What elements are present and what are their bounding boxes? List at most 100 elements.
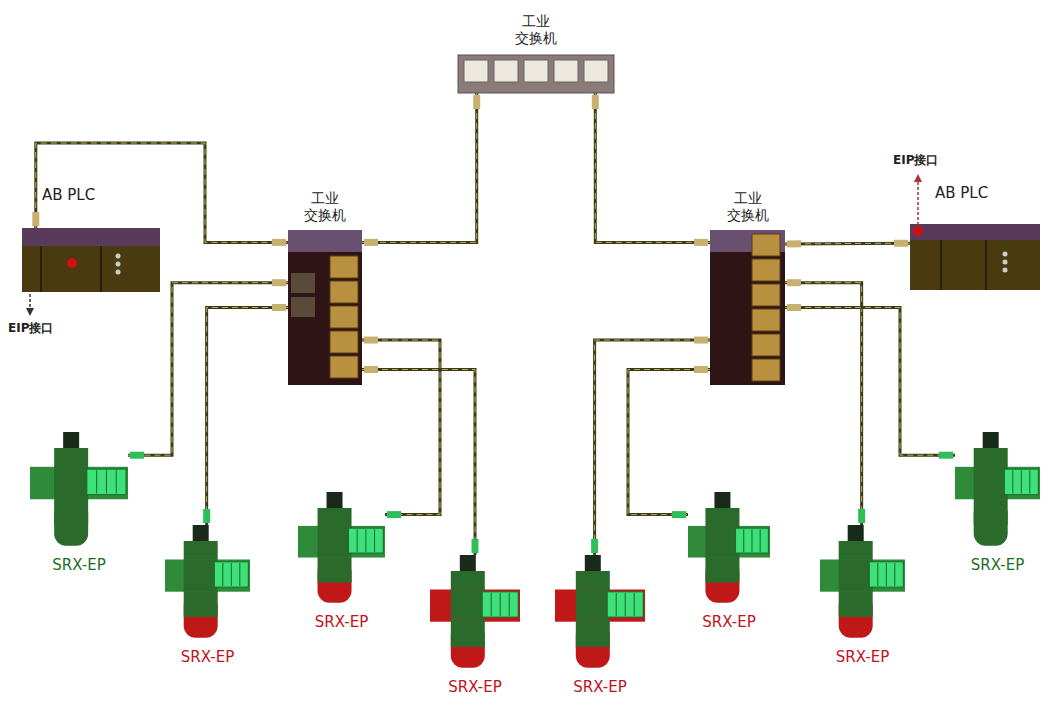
terminal-divider	[106, 470, 107, 493]
device-body	[576, 571, 610, 647]
rj45-plug	[203, 509, 210, 523]
cable-line	[595, 340, 710, 555]
terminal-divider	[634, 593, 635, 616]
cable-line	[36, 143, 288, 242]
terminal-divider	[1021, 470, 1022, 493]
terminal-block	[87, 469, 126, 495]
din-rail-bar	[955, 467, 1040, 499]
rj45-plug	[592, 95, 599, 109]
node-label: 工业 交换机	[513, 13, 559, 47]
left-switch-art	[288, 230, 362, 385]
ethernet-cable	[785, 283, 862, 525]
device-body	[839, 560, 873, 592]
terminal-divider	[365, 529, 366, 552]
rj45-plug	[130, 452, 144, 459]
terminal-divider	[357, 529, 358, 552]
ethernet-cable	[362, 370, 475, 556]
rj45-plug	[694, 366, 708, 373]
din-rail-bar	[165, 560, 250, 592]
device-body	[451, 590, 485, 622]
rj45-plug	[364, 337, 378, 344]
din-rail-bar	[430, 590, 520, 622]
cable-line	[785, 283, 862, 525]
cable-line	[628, 370, 710, 515]
ethernet-cable	[785, 308, 955, 456]
srx-ep-module: SRX-EP	[688, 492, 770, 605]
srx-ep-module: SRX-EP	[955, 432, 1040, 548]
node-label: SRX-EP	[573, 678, 626, 696]
rj45-plug	[364, 366, 378, 373]
terminal-divider	[222, 563, 223, 586]
din-rail-bar	[30, 467, 128, 499]
rj45-plug	[272, 279, 286, 286]
terminal-divider	[625, 593, 626, 616]
din-rail-bar	[298, 526, 385, 558]
cable-line	[595, 340, 710, 555]
node-label: SRX-EP	[315, 613, 368, 631]
terminal-divider	[500, 593, 501, 616]
right-plc-art	[910, 174, 1040, 290]
left-plc-art	[22, 228, 160, 316]
right-switch-art	[710, 230, 785, 385]
cable-line	[362, 93, 477, 242]
terminal-divider	[760, 529, 761, 552]
rj45-plug	[272, 304, 286, 311]
srx-ep-module: SRX-EP	[298, 492, 385, 605]
device-body	[184, 560, 218, 592]
terminal-divider	[491, 593, 492, 616]
rj45-plug	[787, 279, 801, 286]
terminal-divider	[231, 563, 232, 586]
cable-line	[207, 308, 288, 526]
terminal-divider	[1012, 470, 1013, 493]
node-label: SRX-EP	[181, 648, 234, 666]
terminal-divider	[751, 529, 752, 552]
terminal-block	[607, 592, 643, 617]
cable-line	[628, 370, 710, 515]
plc-unit: AB PLC	[22, 228, 160, 292]
rj45-plug	[787, 304, 801, 311]
terminal-block	[214, 562, 248, 587]
rj45-plug	[387, 511, 401, 518]
rj45-plug	[894, 240, 908, 247]
device-body	[705, 526, 739, 558]
din-rail-bar	[555, 590, 645, 622]
cable-line	[785, 243, 910, 245]
cable-line	[207, 308, 288, 526]
srx-ep-module: SRX-EP	[820, 525, 905, 640]
device-body	[184, 541, 218, 617]
cable-line	[785, 308, 955, 456]
ethernet-cable	[628, 370, 710, 515]
node-label: AB PLC	[935, 184, 988, 202]
terminal-divider	[877, 563, 878, 586]
node-label: SRX-EP	[702, 613, 755, 631]
device-body	[576, 590, 610, 622]
node-label: SRX-EP	[836, 648, 889, 666]
rj45-plug	[939, 452, 953, 459]
cable-line	[362, 340, 440, 515]
rj45-plug	[591, 539, 598, 553]
din-rail-bar	[820, 560, 905, 592]
ethernet-cable	[207, 308, 288, 526]
srx-ep-module: SRX-EP	[30, 432, 128, 548]
node-label: SRX-EP	[971, 556, 1024, 574]
node-label: SRX-EP	[448, 678, 501, 696]
rj45-plug	[32, 212, 39, 226]
cable-line	[785, 283, 862, 525]
terminal-divider	[374, 529, 375, 552]
ethernet-cable	[362, 93, 477, 242]
ethernet-cable	[362, 340, 440, 515]
terminal-divider	[116, 470, 117, 493]
node-label: 工业 交换机	[724, 190, 770, 224]
top-switch-art	[458, 55, 614, 93]
device-body	[54, 467, 88, 499]
srx-ep-module: SRX-EP	[555, 555, 645, 670]
node-label: SRX-EP	[52, 556, 105, 574]
din-rail-bar	[688, 526, 770, 558]
node-label: 工业 交换机	[302, 190, 348, 224]
terminal-divider	[886, 563, 887, 586]
terminal-divider	[96, 470, 97, 493]
terminal-divider	[616, 593, 617, 616]
cable-line	[362, 370, 475, 556]
ethernet-cable	[36, 143, 288, 242]
